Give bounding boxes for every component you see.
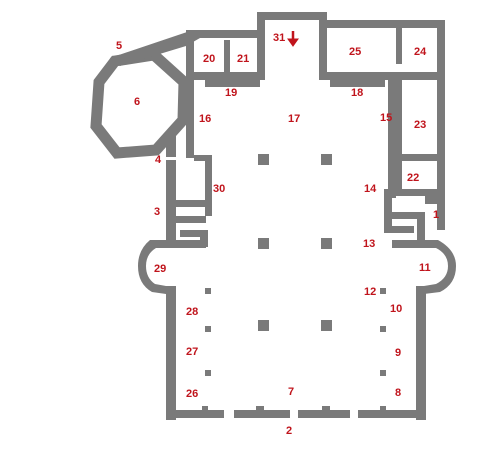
room-label-4: 4: [155, 154, 162, 166]
apse-11-wall: [418, 240, 456, 294]
room-3-wall-d: [166, 207, 176, 247]
east-outer-wall: [437, 20, 445, 230]
room-label-5: 5: [116, 40, 122, 52]
north-tower-wall-top: [257, 12, 325, 20]
apse-29-wall: [138, 240, 166, 294]
pillar-small: [380, 326, 386, 332]
pillars: [205, 154, 386, 376]
room-22-south-wall: [384, 189, 437, 196]
pillar-small: [380, 370, 386, 376]
south-facade-west: [166, 410, 224, 418]
apse-18-wall: [330, 80, 385, 87]
room-label-17: 17: [288, 113, 300, 125]
chapel-connector-wall: [110, 30, 200, 66]
room-20-west-wall: [186, 38, 194, 80]
door-jamb-c: [322, 406, 330, 410]
west-aisle-wall-upper: [166, 240, 206, 248]
pillar: [258, 320, 269, 331]
room-label-12: 12: [364, 286, 376, 298]
room-label-2: 2: [286, 425, 292, 437]
room-label-23: 23: [414, 119, 426, 131]
room-1-wall-c: [384, 226, 414, 233]
room-22-north-wall: [396, 154, 437, 161]
room-20-21-south-wall: [186, 72, 262, 80]
east-outer-wall-bottom: [425, 196, 445, 204]
room-label-20: 20: [203, 53, 215, 65]
north-tower-wall-east: [319, 12, 327, 80]
room-23-west-wall: [396, 80, 402, 162]
room-3-wall-b: [166, 216, 206, 223]
room-label-8: 8: [395, 387, 401, 399]
room-label-26: 26: [186, 388, 198, 400]
pillar-small: [205, 370, 211, 376]
room-label-7: 7: [288, 386, 294, 398]
apse-19-wall: [205, 80, 260, 87]
room-label-22: 22: [407, 172, 419, 184]
room-label-30: 30: [213, 183, 225, 195]
pillar-small: [205, 288, 211, 294]
south-facade-east: [358, 410, 426, 418]
pillar: [258, 154, 269, 165]
corridor-4-wall-b: [166, 160, 176, 200]
corridor-30-wall: [194, 155, 212, 161]
room-label-31: 31: [273, 32, 285, 44]
room-label-18: 18: [351, 87, 363, 99]
door-jamb-b: [256, 406, 264, 410]
room-25-south-wall: [319, 72, 443, 80]
room-label-28: 28: [186, 306, 198, 318]
room-24-25-divider: [396, 28, 402, 64]
corridor-4-wall: [166, 135, 176, 157]
arrow-down-icon: [287, 31, 299, 47]
pillar-small: [205, 326, 211, 332]
room-label-25: 25: [349, 46, 361, 58]
room-label-3: 3: [154, 206, 160, 218]
north-tower-wall-west: [257, 12, 265, 80]
room-label-1: 1: [433, 209, 439, 221]
pillar: [321, 238, 332, 249]
room-labels: 1 2 3 4 5 6 7 8 9 10 11 12 13 14 15 16 1…: [116, 32, 439, 437]
room-label-15: 15: [380, 112, 392, 124]
door-jamb-d: [380, 406, 386, 410]
pillar-small: [380, 288, 386, 294]
room-1-wall-b: [384, 196, 392, 226]
room-label-21: 21: [237, 53, 249, 65]
room-22-west-wall: [396, 161, 402, 189]
room-label-29: 29: [154, 263, 166, 275]
room-3-wall: [166, 200, 206, 207]
room-3-wall-e: [200, 230, 208, 247]
nave-east-wall-upper: [388, 80, 396, 198]
entrance-marker: [287, 31, 299, 47]
south-facade-center-b: [298, 410, 350, 418]
nave-west-wall-upper: [186, 80, 194, 158]
walls: [90, 12, 456, 420]
room-label-9: 9: [395, 347, 401, 359]
room-1-wall: [384, 212, 425, 219]
pillar: [321, 320, 332, 331]
room-label-14: 14: [364, 183, 377, 195]
octagon-chapel-wall: [90, 49, 190, 159]
south-facade-center: [234, 410, 290, 418]
pillar: [321, 154, 332, 165]
pillar: [258, 238, 269, 249]
room-label-24: 24: [414, 46, 427, 58]
room-label-16: 16: [199, 113, 211, 125]
room-1-wall-d: [417, 212, 425, 248]
north-outer-wall-east: [319, 20, 443, 28]
room-label-27: 27: [186, 346, 198, 358]
north-outer-wall: [186, 30, 262, 38]
west-aisle-wall: [166, 286, 176, 420]
room-label-13: 13: [363, 238, 375, 250]
corridor-30-wall-b: [205, 161, 212, 216]
room-label-6: 6: [134, 96, 140, 108]
door-jamb: [202, 406, 208, 410]
room-label-10: 10: [390, 303, 402, 315]
room-label-19: 19: [225, 87, 237, 99]
room-3-wall-c: [180, 230, 208, 237]
east-aisle-wall: [416, 286, 426, 420]
room-label-11: 11: [419, 262, 431, 274]
room-20-21-divider: [224, 40, 230, 72]
east-aisle-wall-upper: [392, 240, 424, 248]
